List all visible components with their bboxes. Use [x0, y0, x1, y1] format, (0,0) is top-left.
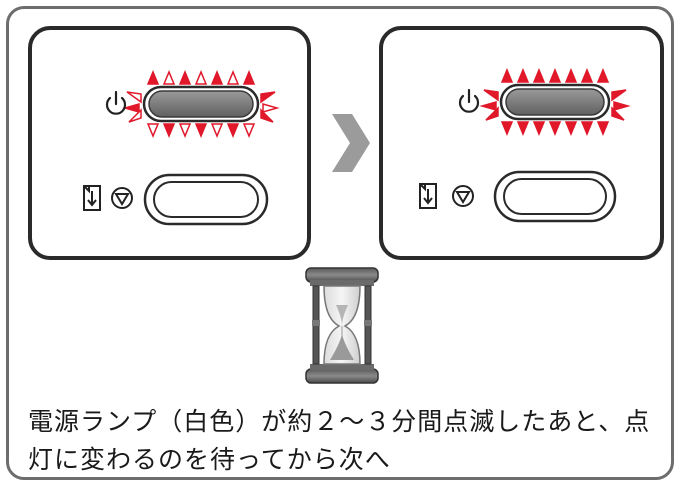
- stop-icon: [111, 187, 133, 209]
- hourglass-icon: [305, 267, 379, 384]
- stop-button[interactable]: [493, 170, 617, 223]
- flash-ray: [500, 68, 514, 83]
- flash-ray: [611, 106, 625, 121]
- paper-feed-icon: [419, 183, 437, 209]
- flash-ray: [532, 68, 546, 83]
- instruction-text: 電源ランプ（白色）が約２～３分間点滅したあと、点 灯に変わるのを待ってから次へ: [28, 403, 668, 479]
- flash-ray: [162, 123, 176, 138]
- flash-ray: [548, 121, 562, 136]
- flash-ray: [516, 121, 530, 136]
- flash-ray: [613, 101, 631, 111]
- flash-ray: [146, 123, 160, 138]
- flash-ray: [210, 70, 224, 85]
- flash-ray: [479, 101, 497, 111]
- flash-ray: [242, 70, 256, 85]
- flash-ray: [564, 68, 578, 83]
- power-icon: [458, 88, 480, 113]
- stop-icon: [452, 185, 474, 207]
- lit-flash-rays: [479, 68, 631, 136]
- flash-ray: [194, 70, 208, 85]
- flash-ray: [242, 123, 256, 138]
- flash-ray: [516, 68, 530, 83]
- flash-ray: [580, 121, 594, 136]
- panel-after: [379, 26, 664, 260]
- flash-ray: [178, 70, 192, 85]
- flash-ray: [226, 70, 240, 85]
- flash-ray: [596, 121, 610, 136]
- flash-ray: [226, 123, 240, 138]
- flash-ray: [128, 108, 142, 123]
- flash-ray: [194, 123, 208, 138]
- stop-button[interactable]: [143, 173, 269, 226]
- flash-ray: [611, 89, 627, 102]
- flash-ray: [580, 68, 594, 83]
- next-arrow-icon: [332, 114, 370, 172]
- flash-ray: [500, 121, 514, 136]
- flash-ray: [260, 108, 274, 123]
- flash-ray: [596, 68, 610, 83]
- panel-before: [28, 26, 311, 260]
- flash-ray: [122, 103, 140, 113]
- blink-flash-rays: [122, 70, 280, 138]
- power-lamp: [499, 83, 611, 121]
- flash-ray: [483, 89, 499, 102]
- flash-ray: [532, 121, 546, 136]
- flash-ray: [262, 103, 280, 113]
- flash-ray: [260, 91, 276, 104]
- flash-ray: [126, 91, 142, 104]
- instruction-line-2: 灯に変わるのを待ってから次へ: [28, 445, 391, 474]
- power-icon: [105, 90, 127, 115]
- paper-feed-icon: [83, 185, 101, 211]
- flash-ray: [485, 106, 499, 121]
- power-lamp: [142, 85, 260, 123]
- flash-ray: [146, 70, 160, 85]
- instruction-line-1: 電源ランプ（白色）が約２～３分間点滅したあと、点: [28, 407, 651, 436]
- outer-frame: [6, 6, 674, 480]
- flash-ray: [162, 70, 176, 85]
- flash-ray: [548, 68, 562, 83]
- flash-ray: [178, 123, 192, 138]
- flash-ray: [210, 123, 224, 138]
- flash-ray: [564, 121, 578, 136]
